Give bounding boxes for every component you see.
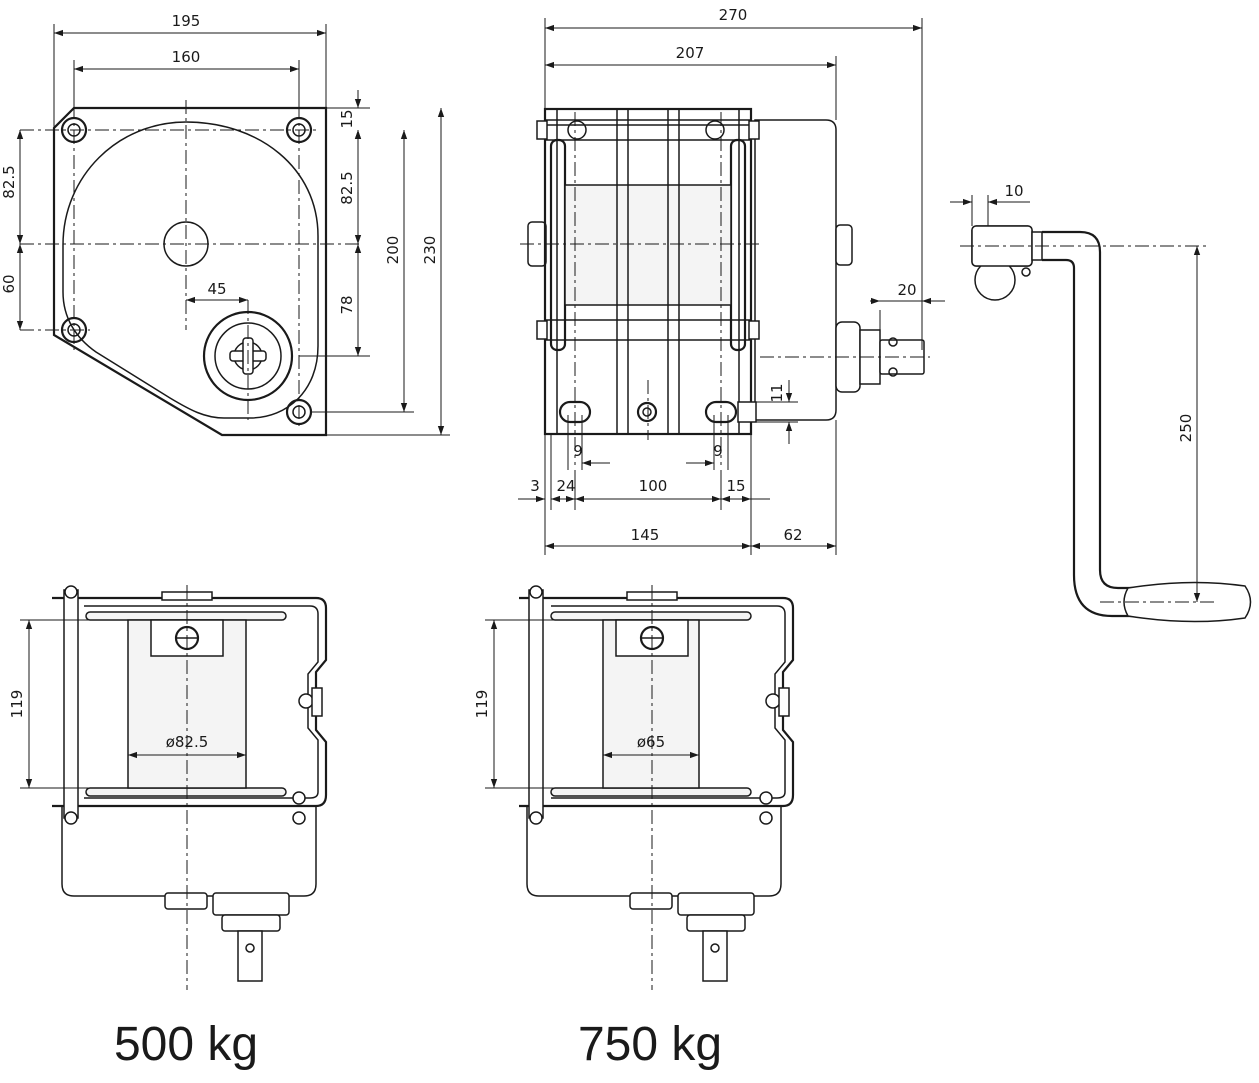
variant-500kg-view: 119 ø82.5 500 kg: [8, 585, 328, 1071]
dim-overhang: 62: [783, 526, 802, 544]
dim-width-total: 195: [172, 12, 201, 30]
dim-crank-hub: 10: [1004, 182, 1023, 200]
dim-left-upper: 82.5: [0, 165, 18, 198]
dim-shaft-length: 20: [897, 281, 916, 299]
side-view: 270 207 20 11 9 9: [518, 6, 945, 555]
dim-top-offset: 15: [338, 109, 356, 128]
variant-500-label: 500 kg: [114, 1018, 258, 1071]
variant-750-height: 119: [473, 690, 491, 719]
variant-750kg-view: 119 ø65 750 kg: [473, 585, 795, 1071]
crank-handle: 10 250: [950, 182, 1252, 623]
variant-750-gearbox: [526, 805, 782, 897]
variant-500-height: 119: [8, 690, 26, 719]
side-gear-housing: [754, 119, 837, 421]
front-housing-contour: [62, 121, 319, 419]
dim-left-lower: 60: [0, 274, 18, 293]
dim-crank-arm: 250: [1177, 414, 1195, 443]
variant-750-label: 750 kg: [578, 1018, 722, 1071]
dim-height-230: 230: [421, 236, 439, 265]
dim-slot-width-right: 9: [713, 442, 723, 460]
side-drum-flange: [549, 138, 567, 352]
dim-100: 100: [639, 477, 668, 495]
variant-500-gearbox: [61, 805, 317, 897]
dim-shaft-offset: 45: [207, 280, 226, 298]
dim-side-total: 270: [719, 6, 748, 24]
dim-edge: 3: [530, 477, 540, 495]
side-drum: [564, 184, 732, 306]
front-plate-outline: [52, 106, 328, 437]
dim-24: 24: [556, 477, 575, 495]
dim-15: 15: [726, 477, 745, 495]
dim-bolt-spacing: 160: [172, 48, 201, 66]
variant-750-drum-diameter: ø65: [637, 733, 665, 751]
dim-base: 145: [631, 526, 660, 544]
front-view: 195 160 82.5 60 15 82.5 78 200: [0, 12, 450, 437]
dim-right-lower: 78: [338, 295, 356, 314]
crank-arm: [1042, 230, 1135, 590]
dim-slot-width-left: 9: [573, 442, 583, 460]
dim-side-body: 207: [676, 44, 705, 62]
dim-height-200: 200: [384, 236, 402, 265]
dim-right-upper: 82.5: [338, 171, 356, 204]
variant-500-drum-diameter: ø82.5: [166, 733, 209, 751]
dim-slot-height: 11: [768, 383, 786, 402]
